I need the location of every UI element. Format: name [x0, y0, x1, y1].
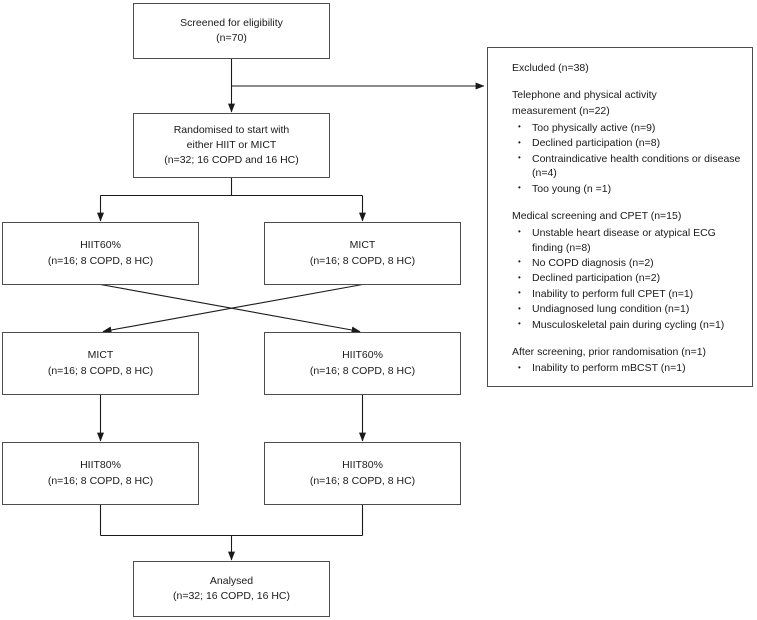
- list-item: No COPD diagnosis (n=2): [512, 255, 742, 271]
- excluded-group-telephone-heading-line1: Telephone and physical activity: [512, 88, 657, 101]
- node-period3-right-count: (n=16; 8 COPD, 8 HC): [309, 474, 416, 487]
- list-item: Inability to perform full CPET (n=1): [512, 286, 742, 302]
- node-screened-label: Screened for eligibility: [180, 16, 283, 29]
- node-screened-for-eligibility: Screened for eligibility (n=70): [133, 3, 330, 59]
- node-period2-left-label: MICT: [87, 349, 114, 362]
- excluded-title: Excluded (n=38): [512, 62, 589, 74]
- excluded-group-medical: Medical screening and CPET (n=15) Unstab…: [512, 209, 742, 333]
- list-item: Inability to perform mBCST (n=1): [512, 361, 742, 376]
- excluded-group-telephone: Telephone and physical activity measurem…: [512, 88, 742, 197]
- node-analysed-label: Analysed: [209, 574, 254, 587]
- excluded-group-after-screening-list: Inability to perform mBCST (n=1): [512, 361, 742, 376]
- node-period1-right: MICT (n=16; 8 COPD, 8 HC): [264, 222, 461, 285]
- list-item: Undiagnosed lung condition (n=1): [512, 302, 742, 317]
- node-randomised: Randomised to start with either HIIT or …: [133, 113, 330, 178]
- excluded-group-medical-heading: Medical screening and CPET (n=15): [512, 209, 682, 222]
- node-period3-left-count: (n=16; 8 COPD, 8 HC): [47, 474, 154, 487]
- node-period2-left-count: (n=16; 8 COPD, 8 HC): [47, 364, 154, 377]
- list-item: Declined participation (n=2): [512, 271, 742, 286]
- node-analysed: Analysed (n=32; 16 COPD, 16 HC): [133, 561, 330, 617]
- list-item: Too physically active (n=9): [512, 120, 742, 136]
- node-period2-right: HIIT60% (n=16; 8 COPD, 8 HC): [264, 332, 461, 395]
- node-randomised-count: (n=32; 16 COPD and 16 HC): [164, 154, 299, 167]
- excluded-group-telephone-heading-line2: measurement (n=22): [512, 104, 610, 117]
- excluded-group-after-screening-heading: After screening, prior randomisation (n=…: [512, 345, 707, 358]
- list-item: Declined participation (n=8): [512, 136, 742, 151]
- node-period3-right: HIIT80% (n=16; 8 COPD, 8 HC): [264, 442, 461, 505]
- node-period1-left: HIIT60% (n=16; 8 COPD, 8 HC): [2, 222, 199, 285]
- node-period2-right-label: HIIT60%: [342, 349, 383, 362]
- node-period2-right-count: (n=16; 8 COPD, 8 HC): [309, 364, 416, 377]
- list-item: Too young (n =1): [512, 181, 742, 197]
- connector-crossover-left-to-right: [100, 283, 361, 334]
- node-screened-count: (n=70): [216, 32, 247, 44]
- node-period3-left-label: HIIT80%: [80, 459, 121, 472]
- node-period2-left: MICT (n=16; 8 COPD, 8 HC): [2, 332, 199, 395]
- node-period3-right-label: HIIT80%: [342, 459, 383, 472]
- connector-crossover-right-to-left: [102, 283, 363, 334]
- node-period1-right-label: MICT: [349, 239, 376, 252]
- excluded-title-group: Excluded (n=38): [512, 61, 742, 76]
- node-excluded: Excluded (n=38) Telephone and physical a…: [487, 47, 753, 387]
- node-analysed-count: (n=32; 16 COPD, 16 HC): [172, 590, 290, 602]
- node-randomised-line2: either HIIT or MICT: [186, 138, 277, 151]
- node-period1-right-count: (n=16; 8 COPD, 8 HC): [309, 254, 416, 267]
- list-item: Contraindicative health conditions or di…: [512, 151, 742, 182]
- list-item: Musculoskeletal pain during cycling (n=1…: [512, 317, 742, 333]
- excluded-group-medical-list: Unstable heart disease or atypical ECG f…: [512, 225, 742, 333]
- node-period1-left-label: HIIT60%: [80, 239, 121, 252]
- node-randomised-line1: Randomised to start with: [173, 123, 290, 136]
- node-period1-left-count: (n=16; 8 COPD, 8 HC): [47, 254, 154, 267]
- list-item: Unstable heart disease or atypical ECG f…: [512, 225, 742, 256]
- node-period3-left: HIIT80% (n=16; 8 COPD, 8 HC): [2, 442, 199, 505]
- excluded-group-after-screening: After screening, prior randomisation (n=…: [512, 345, 742, 377]
- excluded-group-telephone-list: Too physically active (n=9) Declined par…: [512, 120, 742, 197]
